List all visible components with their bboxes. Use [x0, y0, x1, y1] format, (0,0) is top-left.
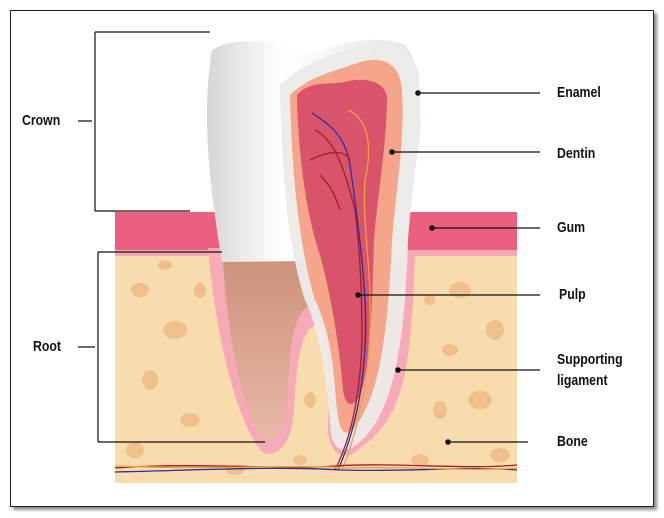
label-crown: Crown — [22, 112, 61, 129]
label-pulp: Pulp — [559, 286, 586, 303]
label-bone: Bone — [557, 433, 588, 450]
bone-spots — [126, 260, 510, 475]
label-dentin: Dentin — [557, 145, 596, 162]
label-supporting: Supporting — [557, 351, 623, 368]
root-left — [222, 240, 318, 441]
label-ligament: ligament — [557, 372, 608, 389]
leader-lines — [78, 31, 540, 445]
blood-vessels-and-nerves — [114, 109, 518, 473]
label-enamel: Enamel — [557, 84, 601, 101]
pulp — [297, 79, 388, 405]
label-root: Root — [33, 338, 62, 355]
label-gum: Gum — [557, 219, 586, 236]
